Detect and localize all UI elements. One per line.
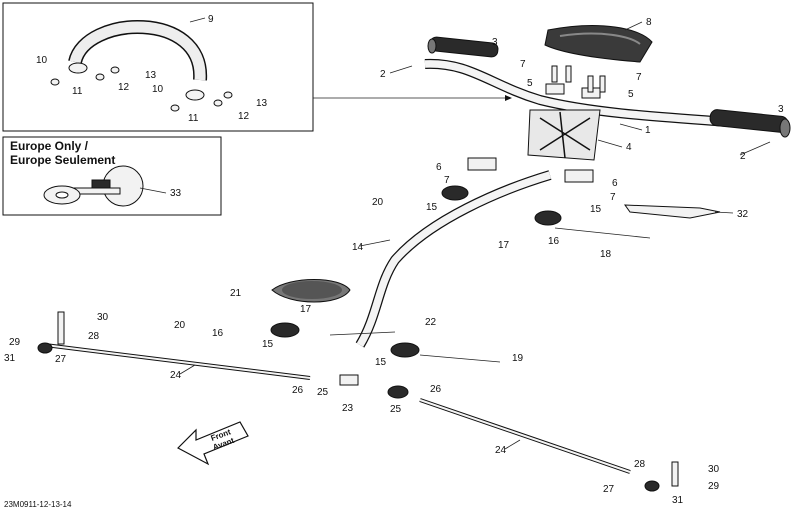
part-8-pad	[544, 25, 653, 63]
europe-only-label: Europe Only /	[10, 139, 89, 153]
callout-27-a: 27	[55, 354, 67, 365]
part-24-tie-rod-right	[419, 398, 631, 474]
callout-labels: 9 10 13 12 11 10 13 12 11 33 8 3 2 7 7 5…	[4, 14, 784, 506]
callout-25-b: 25	[390, 404, 402, 415]
callout-15-b: 15	[590, 204, 602, 215]
callout-11-a: 11	[72, 86, 83, 97]
callout-30-b: 30	[708, 464, 720, 475]
callout-15-a: 15	[426, 202, 438, 213]
callout-18: 18	[600, 249, 612, 260]
inset-hardware-upper	[50, 62, 120, 86]
part-15-bushing-d	[390, 342, 420, 358]
callout-29-a: 29	[9, 337, 21, 348]
ball-joint-left	[37, 342, 53, 354]
callout-13-b: 13	[256, 98, 268, 109]
part-15-bushing-b	[534, 210, 562, 226]
callout-14: 14	[352, 242, 364, 253]
callout-31-a: 31	[4, 353, 16, 364]
callout-24-a: 24	[170, 370, 182, 381]
callout-3-b: 3	[778, 104, 784, 115]
callout-23: 23	[342, 403, 354, 414]
part-21-plate	[271, 279, 351, 303]
part-30-bolt-left	[57, 311, 65, 345]
callout-9: 9	[208, 14, 214, 25]
part-25-link-a	[339, 374, 359, 386]
part-15-bushing-a	[441, 185, 469, 201]
callout-7-d: 7	[610, 192, 616, 203]
inset-box-europe	[2, 136, 222, 216]
part-24-tie-rod-left	[44, 343, 311, 380]
callout-7-b: 7	[636, 72, 642, 83]
part-30-bolt-right	[671, 461, 679, 487]
callout-30-a: 30	[97, 312, 109, 323]
callout-11-b: 11	[188, 113, 199, 124]
callout-5-a: 5	[527, 78, 533, 89]
callout-6-a: 6	[436, 162, 442, 173]
callout-2-a: 2	[380, 69, 386, 80]
callout-31-b: 31	[672, 495, 684, 506]
inset-leader-arrow	[505, 95, 512, 101]
callout-15-d: 15	[375, 357, 387, 368]
callout-21: 21	[230, 288, 242, 299]
callout-16-b: 16	[212, 328, 224, 339]
callout-20-b: 20	[174, 320, 186, 331]
part-33-horn	[43, 165, 144, 207]
part-1-handlebar	[424, 58, 771, 130]
part-22-bolt	[329, 331, 396, 336]
callout-10-b: 10	[152, 84, 164, 95]
callout-24-b: 24	[495, 445, 507, 456]
drawing-code: 23M0911-12-13-14	[4, 500, 72, 509]
callout-5-b: 5	[628, 89, 634, 100]
callout-3-a: 3	[492, 37, 498, 48]
callout-22: 22	[425, 317, 437, 328]
callout-6-b: 6	[612, 178, 618, 189]
callout-8: 8	[646, 17, 652, 28]
callout-7-c: 7	[444, 175, 450, 186]
callout-27-b: 27	[603, 484, 615, 495]
part-6-block-right	[564, 169, 594, 183]
part-3-grip-right	[709, 109, 791, 138]
callout-33: 33	[170, 188, 182, 199]
callout-29-b: 29	[708, 481, 720, 492]
inset-hardware-lower	[170, 89, 233, 112]
callout-12-a: 12	[118, 82, 130, 93]
part-4-riser-clamp	[527, 109, 601, 161]
part-19-bolt	[419, 354, 501, 363]
leader-lines	[139, 17, 771, 450]
part-15-bushing-c	[270, 322, 300, 338]
part-6-block-left	[467, 157, 497, 171]
inset-box-top	[2, 2, 314, 132]
part-25-link-b	[387, 385, 409, 399]
callout-4: 4	[626, 142, 632, 153]
callout-12-b: 12	[238, 111, 250, 122]
part-3-grip-left	[427, 36, 499, 58]
callout-16-a: 16	[548, 236, 560, 247]
callout-19: 19	[512, 353, 524, 364]
part-7-bolts-top	[551, 65, 606, 93]
callout-1: 1	[645, 125, 651, 136]
part-14-steering-column	[355, 170, 552, 348]
part-18-bolt	[554, 227, 651, 239]
callout-17-b: 17	[300, 304, 312, 315]
callout-20-a: 20	[372, 197, 384, 208]
callout-28-b: 28	[634, 459, 646, 470]
callout-32: 32	[737, 209, 749, 220]
callout-2-b: 2	[740, 151, 746, 162]
callout-26-a: 26	[292, 385, 304, 396]
part-9-tube	[68, 20, 208, 81]
part-32-bracket	[623, 204, 721, 219]
front-arrow: Front Avant	[177, 421, 249, 466]
callout-13-a: 13	[145, 70, 157, 81]
europe-seulement-label: Europe Seulement	[10, 153, 115, 167]
callout-7-a: 7	[520, 59, 526, 70]
callout-17-a: 17	[498, 240, 510, 251]
ball-joint-right	[644, 480, 660, 492]
callout-26-b: 26	[430, 384, 442, 395]
callout-10-a: 10	[36, 55, 48, 66]
callout-15-c: 15	[262, 339, 274, 350]
callout-28-a: 28	[88, 331, 100, 342]
callout-25-a: 25	[317, 387, 329, 398]
